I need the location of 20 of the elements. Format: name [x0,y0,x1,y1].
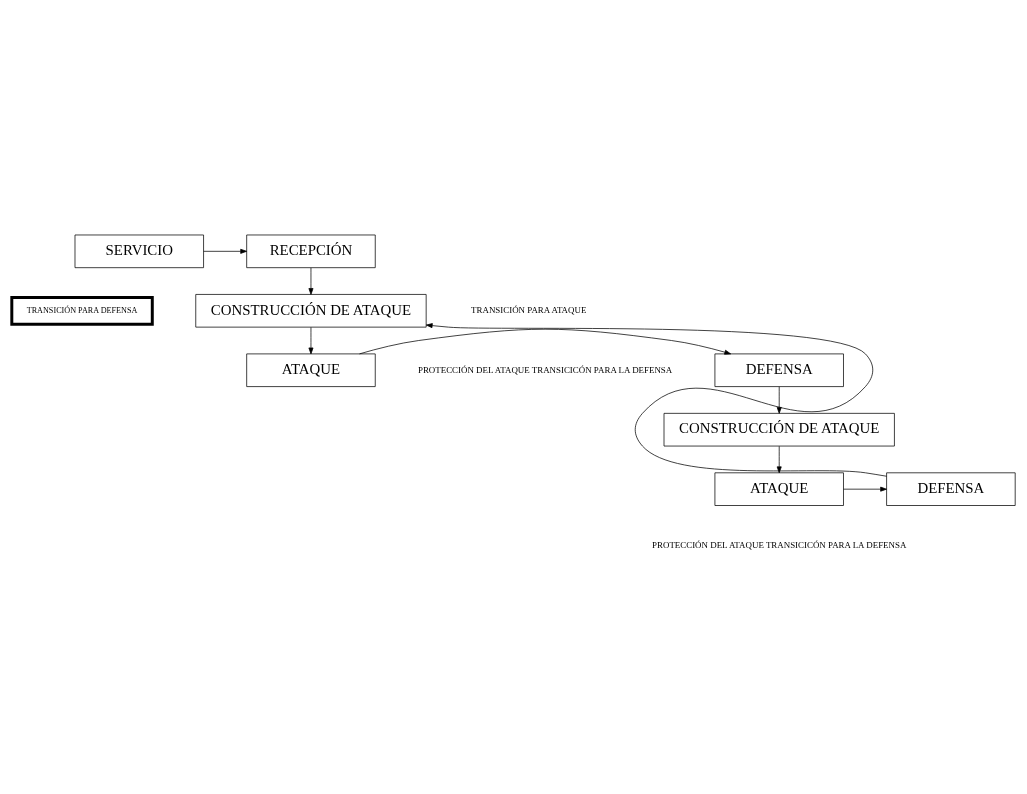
label: TRANSICIÓN PARA ATAQUE [471,305,587,316]
arrow [308,327,314,355]
arrow [308,267,314,295]
node-box: TRANSICIÓN PARA DEFENSA [10,295,154,326]
arrow [843,486,887,492]
arrow [776,386,782,414]
label: PROTECCIÓN DEL ATAQUE TRANSICICÓN PARA LA DEFENSA [652,539,907,550]
arrow [359,328,732,355]
node-box: CONSTRUCCIÓN DE ATAQUE [663,413,895,447]
node-box: ATAQUE [714,472,844,506]
node-box: DEFENSA [714,353,844,387]
node-box: DEFENSA [886,472,1016,506]
node-box: SERVICIO [74,234,204,269]
node-box: RECEPCIÓN [246,234,376,269]
label: PROTECCIÓN DEL ATAQUE TRANSICICÓN PARA LA DEFENSA [417,364,673,375]
node-box: ATAQUE [246,353,376,387]
arrow [776,445,782,474]
arrow [203,248,247,254]
arrow [425,323,887,477]
node-box: CONSTRUCCIÓN DE ATAQUE [195,294,427,328]
